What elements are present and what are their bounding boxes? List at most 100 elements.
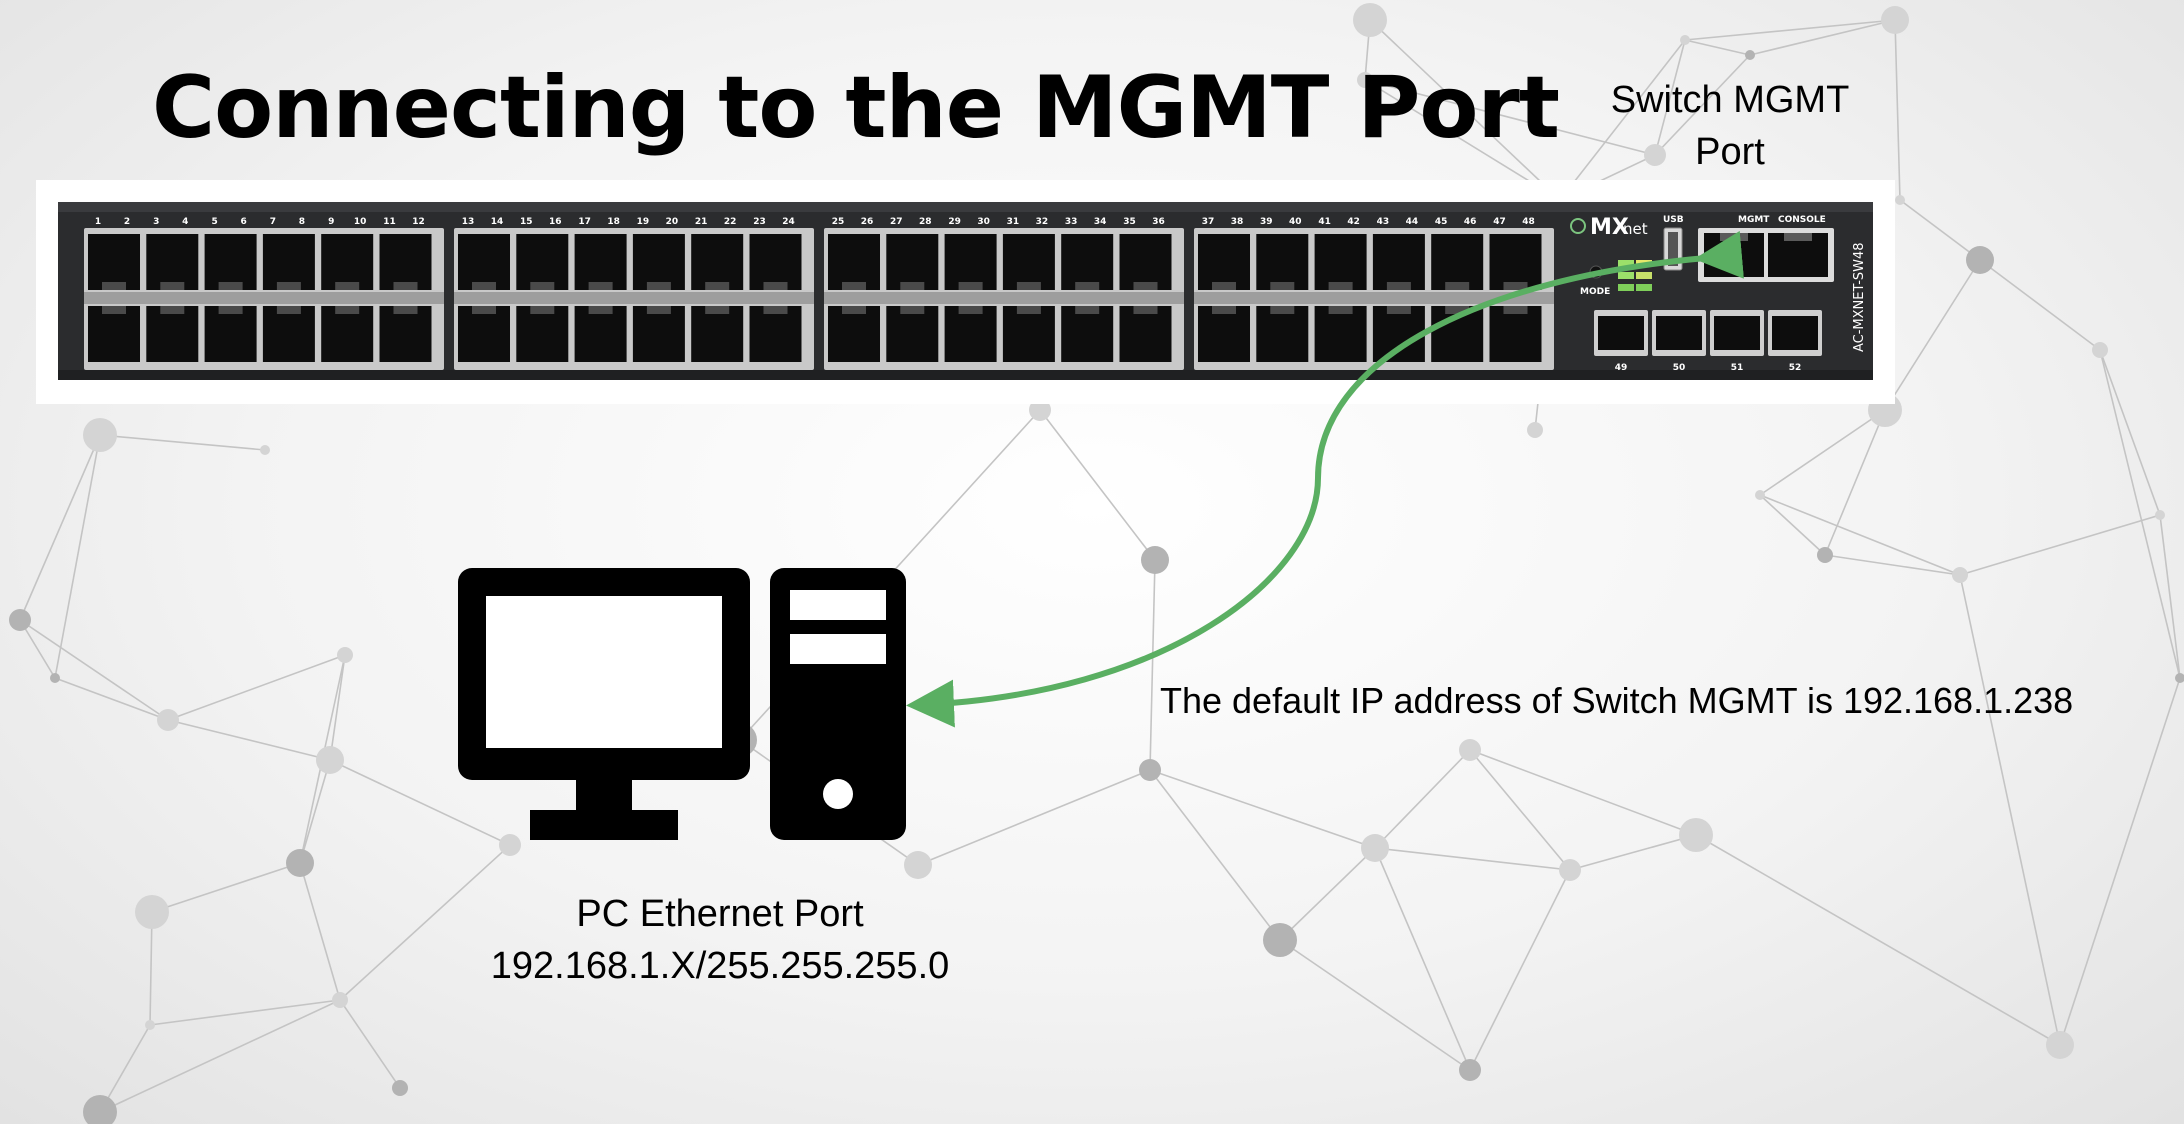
rj45-port-latch (646, 306, 671, 314)
rj45-port-latch (842, 282, 866, 290)
network-line (149, 911, 153, 1026)
port-number-label: 17 (578, 217, 591, 227)
rj45-port (321, 234, 374, 290)
port-number-label: 31 (1007, 217, 1020, 227)
rj45-port (691, 306, 744, 362)
network-node (1817, 547, 1833, 563)
port-number-label: 40 (1289, 217, 1302, 227)
port-number-label: 22 (724, 217, 737, 227)
network-line (151, 862, 301, 913)
rj45-port-latch (276, 282, 301, 290)
network-line (1959, 574, 2061, 1046)
rj45-port-latch (335, 306, 360, 314)
port-number-label: 16 (549, 217, 562, 227)
port-number-label: 4 (182, 217, 188, 227)
network-node (1895, 195, 1905, 205)
network-node (157, 709, 179, 731)
rj45-port (516, 234, 569, 290)
network-line (1364, 79, 1656, 156)
monitor-neck (576, 780, 632, 810)
port-number-label: 42 (1347, 217, 1360, 227)
port-number-label: 20 (666, 217, 679, 227)
port-number-label: 27 (890, 217, 903, 227)
rj45-port-latch (705, 282, 730, 290)
rj45-port (749, 234, 802, 290)
network-line (1979, 259, 2101, 351)
network-node (1755, 490, 1765, 500)
port-number-label: 32 (1036, 217, 1049, 227)
network-line (1654, 39, 1686, 156)
network-line (1749, 19, 1896, 56)
tower-power-button (823, 779, 853, 809)
rj45-port-latch (472, 306, 496, 314)
port-number-label: 33 (1065, 217, 1078, 227)
network-node (499, 834, 521, 856)
network-line (1684, 39, 1751, 56)
network-line (339, 999, 401, 1089)
network-line (19, 619, 56, 679)
network-line (149, 999, 341, 1026)
slide-title: Connecting to the MGMT Port (152, 58, 1560, 158)
network-node (332, 992, 348, 1008)
port-number-label: 5 (211, 217, 217, 227)
network-line (2099, 349, 2181, 679)
port-number-label: 11 (383, 217, 396, 227)
rj45-port (262, 306, 315, 362)
network-line (299, 862, 341, 1001)
rj45-port-latch (276, 306, 301, 314)
switch-mgmt-label-line1: Switch MGMT (1610, 79, 1850, 121)
rj45-port (458, 306, 510, 362)
network-line (1369, 19, 1561, 201)
network-line (1759, 409, 1886, 496)
network-line (299, 759, 331, 864)
network-node (9, 609, 31, 631)
port-number-label: 21 (695, 217, 708, 227)
network-node (337, 647, 353, 663)
rj45-port (204, 306, 257, 362)
network-node (1361, 834, 1389, 862)
port-number-label: 18 (607, 217, 620, 227)
network-node (1139, 759, 1161, 781)
network-node (1353, 3, 1387, 37)
rj45-port (88, 234, 140, 290)
port-block-divider (84, 292, 444, 304)
network-node (1745, 50, 1755, 60)
network-line (2059, 677, 2181, 1046)
rj45-port (574, 306, 627, 362)
network-line (167, 654, 346, 721)
switch-model-label: AC-MXNET-SW48 (1852, 242, 1867, 352)
rj45-port-latch (218, 282, 243, 290)
cable-arrow (906, 230, 1744, 728)
port-number-label: 14 (491, 217, 504, 227)
rj45-port-latch (842, 306, 866, 314)
switch-mgmt-port-label: Switch MGMT Port (1560, 74, 1900, 178)
rj45-port (632, 234, 685, 290)
rj45-port-latch (705, 306, 730, 314)
rj45-port-latch (393, 282, 418, 290)
port-number-label: 1 (95, 217, 101, 227)
port-number-label: 43 (1377, 217, 1390, 227)
network-line (1884, 259, 1981, 411)
port-number-label: 19 (637, 217, 650, 227)
port-number-label: 45 (1435, 217, 1448, 227)
rj45-port-latch (472, 282, 496, 290)
network-node (2046, 1031, 2074, 1059)
port-number-label: 6 (240, 217, 246, 227)
port-number-label: 37 (1202, 217, 1215, 227)
network-line (1759, 494, 1961, 576)
rj45-port (632, 306, 685, 362)
network-line (99, 999, 341, 1113)
network-line (1695, 834, 2061, 1046)
network-node (50, 673, 60, 683)
network-line (1374, 749, 1471, 849)
network-line (1279, 939, 1471, 1071)
network-node (1644, 144, 1666, 166)
network-node (260, 445, 270, 455)
network-node (316, 746, 344, 774)
rj45-port-latch (335, 282, 360, 290)
mgmt-port-label: MGMT (1738, 215, 1770, 225)
rj45-port (379, 234, 432, 290)
network-line (19, 434, 101, 621)
network-node (392, 1080, 408, 1096)
